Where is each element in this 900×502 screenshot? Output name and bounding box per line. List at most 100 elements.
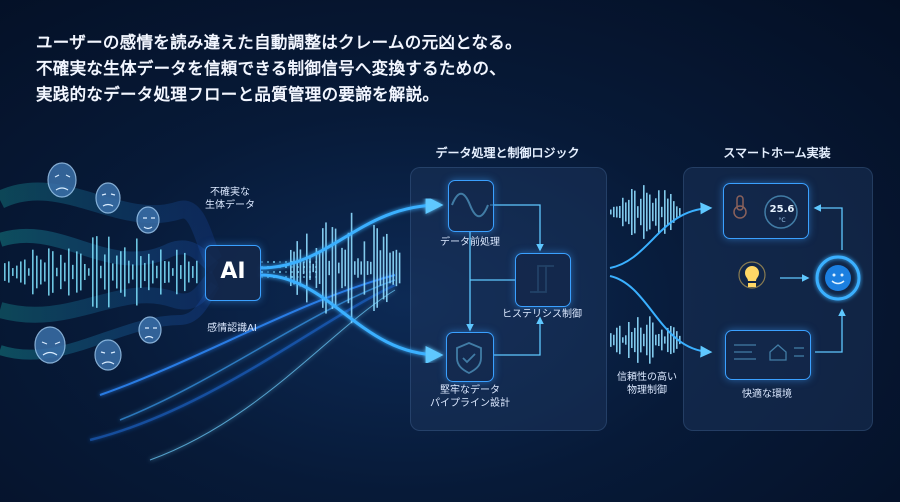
waveform-bar	[164, 261, 166, 283]
waveform-bar	[60, 254, 62, 290]
preprocess-box	[448, 180, 494, 232]
waveform-bar	[80, 253, 82, 291]
waveform-bar	[664, 336, 666, 344]
waveform-bar	[366, 261, 369, 275]
waveform-bar	[24, 259, 26, 285]
waveform-bar	[176, 249, 178, 295]
waveform-bar	[96, 236, 98, 308]
waveform-bar	[622, 337, 624, 343]
waveform-bar	[357, 258, 359, 278]
waveform-bar	[160, 249, 162, 295]
data-dot	[266, 270, 270, 274]
waveform-bar	[389, 252, 391, 284]
flow-to-preprocess	[259, 196, 444, 270]
data-dot	[260, 270, 264, 274]
waveform-bar	[92, 237, 94, 307]
waveform-bar	[610, 333, 612, 347]
waveform-bar	[52, 251, 54, 293]
waveform-bar	[44, 262, 46, 282]
waveform-bar	[290, 249, 292, 287]
waveform-bar	[622, 197, 624, 227]
ai-chip: AI	[205, 245, 261, 301]
waveform-bar	[652, 202, 654, 222]
waveform-bar	[661, 329, 663, 351]
pipeline-label-line-1: 堅牢なデータ	[440, 385, 500, 396]
beam-to-thermostat	[609, 202, 713, 269]
waveform-bar	[112, 263, 114, 281]
waveform-bar	[354, 261, 356, 275]
waveform-bar	[661, 206, 663, 218]
waveform-bar	[637, 317, 639, 363]
pipeline-label-line-2: パイプライン設計	[430, 398, 510, 409]
waveform-bar	[331, 227, 334, 309]
waveform-bar	[360, 261, 362, 275]
waveform-bar	[76, 251, 78, 293]
waveform-bar	[658, 190, 660, 234]
mid-waveform	[290, 185, 681, 364]
data-dot	[272, 270, 276, 274]
waveform-bar	[631, 188, 633, 236]
waveform-bar	[341, 247, 343, 289]
uncertain-data-label-line-1: 不確実な	[210, 187, 250, 198]
data-dot	[278, 260, 282, 264]
headline: ユーザーの感情を読み違えた自動調整はクレームの元凶となる。 不確実な生体データを…	[36, 30, 636, 108]
headline-line-1: ユーザーの感情を読み違えた自動調整はクレームの元凶となる。	[36, 33, 522, 52]
waveform-bar	[667, 327, 669, 353]
waveform-bar	[299, 249, 302, 287]
waveform-bar	[363, 241, 366, 295]
waveform-bar	[68, 248, 70, 296]
waveform-bar	[312, 263, 314, 273]
waveform-bar	[8, 261, 10, 283]
waveform-bar	[140, 256, 142, 288]
waveform-bar	[192, 266, 194, 278]
waveform-bar	[658, 333, 660, 347]
waveform-bar	[100, 265, 102, 279]
comfort-label: 快適な環境	[742, 389, 792, 400]
smart-home-section-title: スマートホーム実装	[723, 146, 831, 160]
data-dot	[302, 275, 306, 279]
waveform-bar	[72, 264, 74, 280]
waveform-bar	[631, 332, 633, 348]
waveform-bar	[116, 255, 118, 289]
pipeline-box	[446, 332, 494, 382]
waveform-bar	[334, 228, 337, 308]
flow-to-pipeline	[259, 273, 444, 364]
waveform-bar	[28, 268, 30, 276]
waveform-bar	[625, 335, 627, 345]
waveform-bar	[56, 267, 58, 277]
waveform-bar	[673, 201, 675, 223]
data-dot	[272, 260, 276, 264]
waveform-bar	[667, 198, 669, 226]
data-dot	[260, 260, 264, 264]
waveform-bar	[16, 265, 18, 279]
waveform-bar	[4, 263, 6, 281]
waveform-bar	[64, 262, 66, 282]
waveform-bar	[148, 253, 150, 291]
waveform-bar	[306, 233, 308, 303]
waveform-bar	[296, 241, 298, 295]
logic-section-title: データ処理と制御ロジック	[435, 146, 580, 160]
uncertain-data-label-line-2: 生体データ	[205, 200, 255, 211]
waveform-bar	[655, 198, 657, 226]
waveform-bar	[613, 334, 615, 346]
waveform-bar	[616, 206, 618, 218]
waveform-bar	[136, 238, 138, 306]
data-streaks	[89, 274, 396, 461]
waveform-bar	[84, 263, 86, 281]
pipeline-label: 堅牢なデータ パイプライン設計	[420, 384, 520, 410]
waveform-bar	[152, 260, 154, 284]
thermostat-value: 25.6	[769, 204, 795, 215]
control-panel-screen	[725, 330, 811, 380]
face-to-thermostat-arrow	[813, 204, 843, 250]
waveform-bar	[637, 206, 639, 218]
waveform-bar	[628, 322, 630, 358]
waveform-bar	[20, 261, 22, 283]
waveform-bar	[679, 208, 681, 216]
waveform-bar	[184, 252, 186, 292]
waveform-bar	[398, 252, 401, 284]
waveform-bar	[619, 325, 621, 355]
beam-to-panel	[609, 275, 713, 358]
emotion-ai-label: 感情認識AI	[207, 323, 257, 334]
preprocess-to-hysteresis-arrow	[490, 204, 544, 252]
